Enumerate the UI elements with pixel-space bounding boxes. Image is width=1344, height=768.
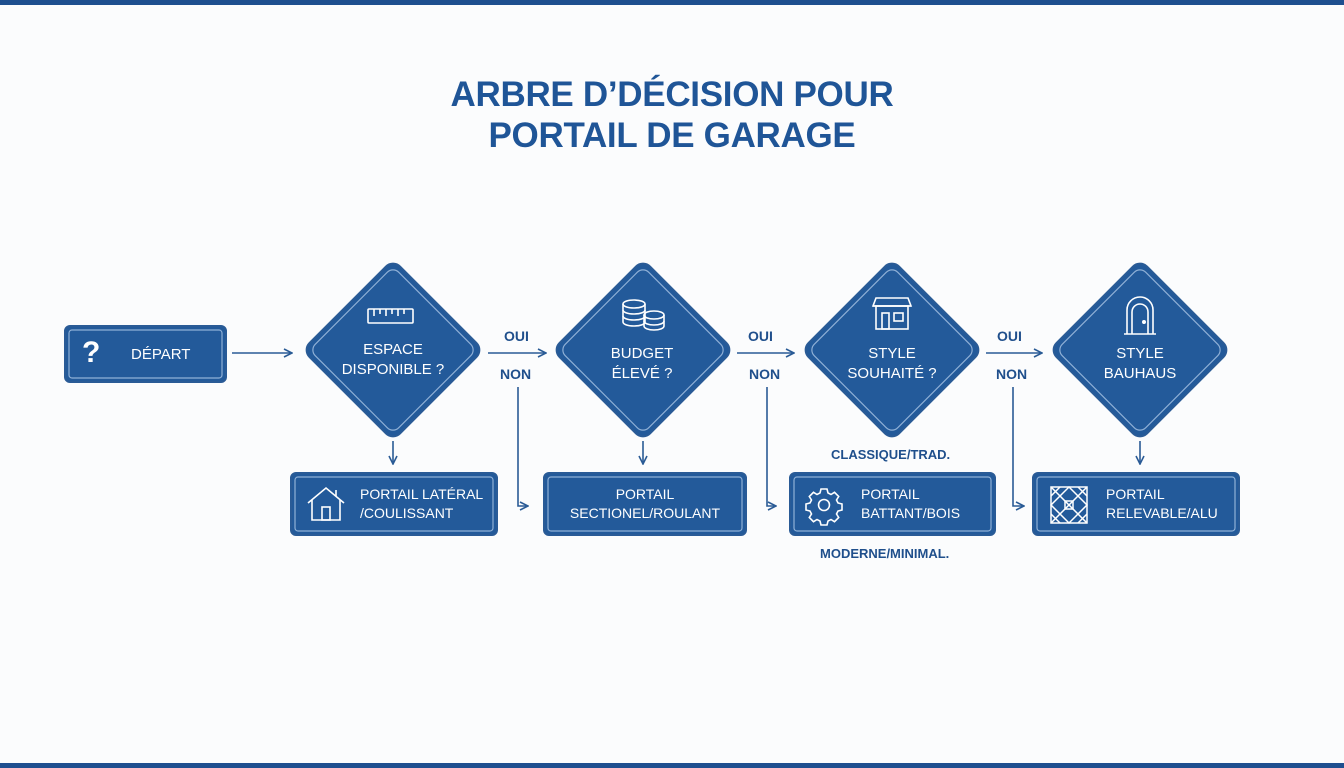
label-oui-3: OUI bbox=[997, 328, 1022, 344]
outcome-relevable-text: PORTAIL RELEVABLE/ALU bbox=[1106, 485, 1218, 523]
decision-bauhaus-line2: BAUHAUS bbox=[1103, 365, 1177, 382]
decision-style-line1: STYLE bbox=[868, 345, 916, 362]
label-oui-1: OUI bbox=[504, 328, 529, 344]
start-node[interactable] bbox=[64, 325, 227, 383]
arched-door-icon bbox=[1124, 296, 1156, 335]
outcome-battant-line1: PORTAIL bbox=[861, 486, 920, 502]
label-oui-2: OUI bbox=[748, 328, 773, 344]
start-node-inner-border bbox=[68, 329, 223, 379]
outcome-lateral-text: PORTAIL LATÉRAL /COULISSANT bbox=[360, 485, 483, 523]
label-moderne: MODERNE/MINIMAL. bbox=[820, 546, 950, 561]
outcome-battant-text: PORTAIL BATTANT/BOIS bbox=[861, 485, 960, 523]
outcome-battant-line2: BATTANT/BOIS bbox=[861, 505, 961, 521]
outcome-box-sectionel[interactable] bbox=[543, 472, 747, 536]
outcome-sectionel-text: PORTAIL SECTIONEL/ROULANT bbox=[546, 485, 744, 523]
decision-diamond-bauhaus[interactable] bbox=[1049, 259, 1230, 440]
outcome-lateral-line1: PORTAIL LATÉRAL bbox=[360, 486, 484, 502]
coins-icon bbox=[622, 299, 665, 331]
label-non-1: NON bbox=[500, 366, 532, 382]
top-border bbox=[0, 0, 1344, 5]
decision-budget-line2: ÉLEVÉ ? bbox=[611, 365, 673, 382]
outcome-relevable-line2: RELEVABLE/ALU bbox=[1106, 505, 1218, 521]
ruler-icon bbox=[367, 308, 414, 324]
start-label: DÉPART bbox=[131, 346, 191, 363]
gear-icon bbox=[805, 488, 843, 526]
label-classique: CLASSIQUE/TRAD. bbox=[831, 447, 951, 462]
outcome-lateral-line2: /COULISSANT bbox=[360, 505, 454, 521]
decision-espace-line1: ESPACE bbox=[363, 341, 423, 358]
decision-style-text: STYLE SOUHAITÉ ? bbox=[807, 344, 977, 384]
arrow-style-non bbox=[1012, 387, 1024, 506]
arrow-budget-non bbox=[766, 387, 776, 506]
arrow-espace-non bbox=[517, 387, 528, 506]
title-line-1: ARBRE D’DÉCISION POUR bbox=[450, 75, 894, 114]
decision-diamond-budget[interactable] bbox=[552, 259, 733, 440]
decision-diamond-espace[interactable] bbox=[302, 259, 483, 440]
outcome-box-lateral[interactable] bbox=[290, 472, 498, 536]
outcome-box-battant[interactable] bbox=[789, 472, 996, 536]
diagram-title: ARBRE D’DÉCISION POUR PORTAIL DE GARAGE bbox=[0, 74, 1344, 156]
label-non-2: NON bbox=[749, 366, 781, 382]
house-icon bbox=[307, 486, 345, 521]
question-icon: ? bbox=[82, 336, 101, 369]
decision-diamond-style[interactable] bbox=[801, 259, 982, 440]
outcome-sectionel-line1: PORTAIL bbox=[615, 486, 675, 502]
decision-budget-line1: BUDGET bbox=[610, 345, 674, 362]
label-non-3: NON bbox=[996, 366, 1028, 382]
decision-style-line2: SOUHAITÉ ? bbox=[847, 365, 937, 382]
decision-bauhaus-text: STYLE BAUHAUS bbox=[1055, 344, 1225, 384]
outcome-sectionel-line2: SECTIONEL/ROULANT bbox=[569, 505, 721, 521]
decision-espace-text: ESPACE DISPONIBLE ? bbox=[308, 340, 478, 380]
decision-espace-line2: DISPONIBLE ? bbox=[341, 361, 445, 378]
lattice-pattern-icon bbox=[1049, 485, 1089, 525]
bottom-border bbox=[0, 763, 1344, 768]
decision-budget-text: BUDGET ÉLEVÉ ? bbox=[557, 344, 727, 384]
outcome-relevable-line1: PORTAIL bbox=[1106, 486, 1165, 502]
decision-bauhaus-line1: STYLE bbox=[1116, 345, 1164, 362]
title-line-2: PORTAIL DE GARAGE bbox=[488, 116, 856, 155]
shop-awning-icon bbox=[871, 297, 913, 330]
